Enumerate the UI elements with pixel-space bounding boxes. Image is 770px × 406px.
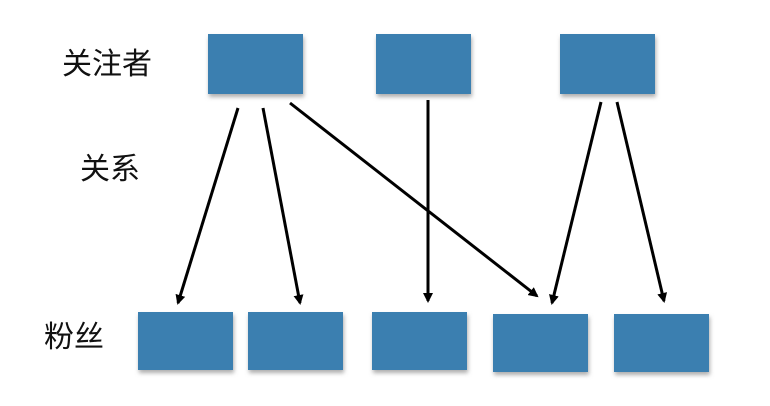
fan-node-a2 xyxy=(248,312,343,370)
relation-edges xyxy=(175,100,668,305)
relation-arrow-f3-a5 xyxy=(615,101,668,303)
user-nodes xyxy=(138,34,709,372)
relation-arrow-f1-a1 xyxy=(175,107,240,305)
fan-node-a1 xyxy=(138,312,233,370)
follower-node-f2 xyxy=(376,34,471,94)
relation-arrow-f1-a4 xyxy=(289,101,539,298)
fan-row-label: 粉丝 xyxy=(44,320,104,355)
follower-node-f3 xyxy=(560,34,655,94)
fan-node-a4 xyxy=(493,314,588,372)
follower-node-f1 xyxy=(208,34,303,94)
relation-row-label: 关系 xyxy=(80,152,140,187)
fan-node-a3 xyxy=(372,312,467,370)
relation-arrow-f3-a4 xyxy=(549,101,603,305)
follower-row-label: 关注者 xyxy=(62,47,152,82)
relation-arrow-f1-a2 xyxy=(261,107,304,305)
fan-node-a5 xyxy=(614,314,709,372)
